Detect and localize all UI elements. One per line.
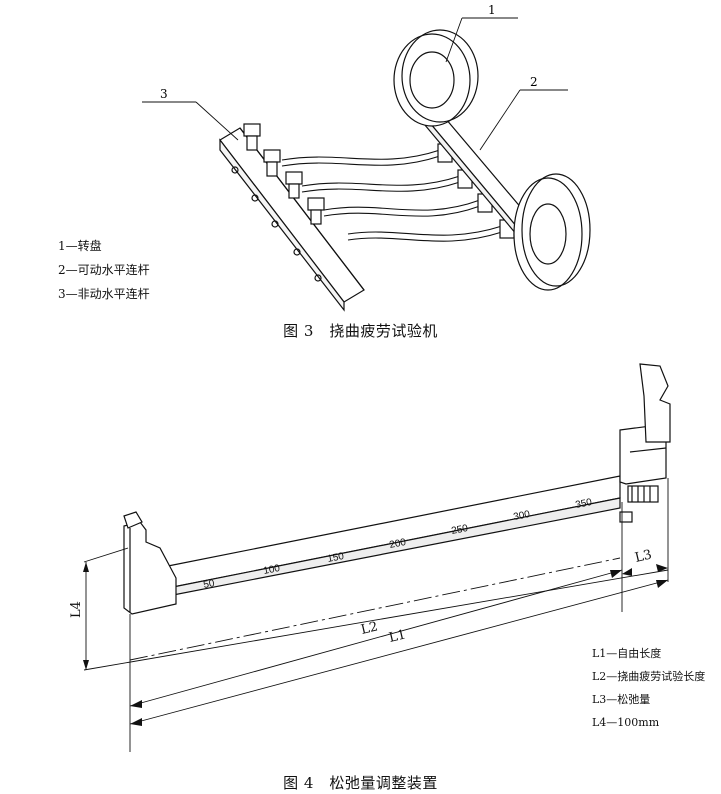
callout-1: 1 (488, 3, 496, 17)
figure-3-caption: 图 3 挠曲疲劳试验机 (283, 322, 438, 340)
figure-3-legend: 1—转盘 2—可动水平连杆 3—非动水平连杆 (58, 234, 150, 306)
hose-group (281, 149, 503, 242)
leader-lines (142, 17, 568, 151)
scale-mark: 50 (202, 578, 215, 591)
fatigue-tester-drawing: 1 2 3 (142, 3, 591, 312)
callout-2: 2 (530, 75, 538, 89)
dim-label-l3: L3 (634, 547, 654, 565)
scale-mark: 100 (262, 563, 281, 577)
legend-item: 2—可动水平连杆 (58, 263, 150, 277)
scale-mark: 200 (388, 537, 407, 551)
legend-item: L4—100mm (592, 716, 660, 729)
dimension-labels: L1 L2 L3 L4 (69, 547, 653, 645)
scale-mark: 300 (512, 509, 531, 523)
turntable-lower (513, 173, 591, 291)
dim-label-l2: L2 (360, 619, 380, 637)
dim-label-l1: L1 (388, 627, 408, 645)
figure-4-caption: 图 4 松弛量调整装置 (283, 774, 438, 792)
scale-mark: 250 (450, 523, 469, 537)
callout-3: 3 (160, 87, 168, 101)
legend-item: L1—自由长度 (592, 647, 662, 660)
figure-3: 1 2 3 1—转盘 2—可动水平连杆 3—非动水平连杆 图 3 挠曲疲劳试验机 (0, 0, 721, 352)
scale-mark: 350 (574, 497, 593, 511)
scale-bar (167, 475, 621, 597)
bolt-group (243, 123, 325, 225)
legend-item: 3—非动水平连杆 (58, 287, 150, 301)
turntable-upper (393, 29, 479, 127)
dimension-lines (83, 478, 669, 752)
fixed-bar (219, 127, 365, 312)
right-clamp (619, 363, 671, 523)
legend-item: 1—转盘 (58, 239, 102, 253)
left-bracket (123, 511, 177, 615)
scale-mark: 150 (326, 551, 345, 565)
dim-label-l4: L4 (69, 601, 84, 618)
scale-marks: 50 100 150 200 250 300 350 (202, 497, 593, 591)
figure-4: 50 100 150 200 250 300 350 L1 L2 L3 L4 L… (0, 352, 721, 794)
legend-item: L2—挠曲疲劳试验长度 (592, 670, 706, 683)
arrowheads (83, 562, 668, 726)
slack-adjuster-drawing: 50 100 150 200 250 300 350 L1 L2 L3 L4 (69, 363, 671, 752)
legend-item: L3—松弛量 (592, 693, 651, 706)
figure-4-legend: L1—自由长度 L2—挠曲疲劳试验长度 L3—松弛量 L4—100mm (592, 642, 705, 734)
